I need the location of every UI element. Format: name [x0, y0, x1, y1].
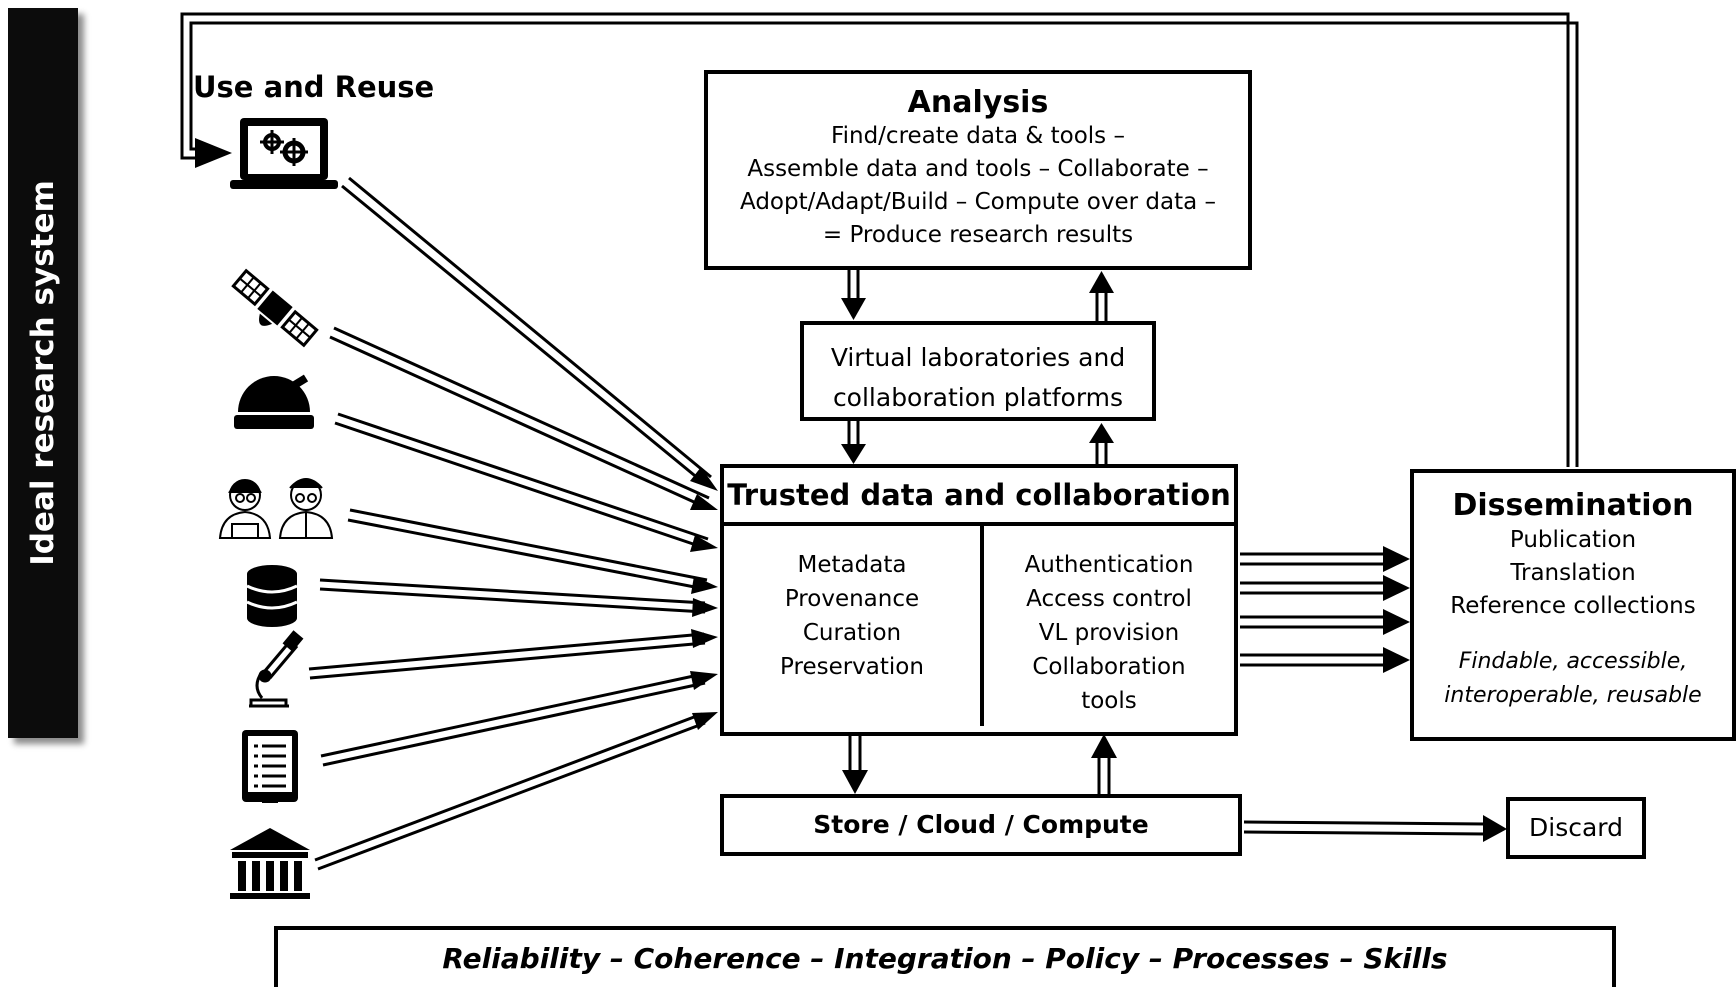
trusted-to-store-arrow	[842, 734, 868, 794]
analysis-box: Analysis Find/create data & tools – Asse…	[704, 70, 1252, 270]
dissemination-list: Publication Translation Reference collec…	[1414, 524, 1732, 623]
analysis-title: Analysis	[907, 85, 1049, 120]
store-cloud-compute-box: Store / Cloud / Compute	[720, 794, 1242, 856]
analysis-line: Adopt/Adapt/Build – Compute over data –	[739, 189, 1217, 215]
source-input-arrows	[308, 176, 718, 871]
input-arrow-researchers	[347, 508, 718, 594]
trusted-right-item: tools	[1081, 688, 1137, 714]
laptop-gear-icon	[230, 118, 338, 189]
use-reuse-label: Use and Reuse	[193, 70, 435, 104]
input-arrow-observatory	[334, 412, 718, 552]
virtual-labs-box: Virtual laboratories and collaboration p…	[800, 321, 1156, 421]
input-arrow-satellite	[329, 326, 718, 510]
dissemination-box: Dissemination Publication Translation Re…	[1410, 469, 1736, 741]
store-to-discard-arrow	[1243, 815, 1507, 842]
trusted-left-item: Preservation	[780, 654, 924, 680]
trusted-right-item: Access control	[1026, 586, 1192, 612]
trusted-title: Trusted data and collaboration	[724, 468, 1234, 526]
satellite-icon	[231, 268, 319, 348]
researchers-icon	[218, 478, 334, 539]
dissemination-item: Reference collections	[1450, 593, 1696, 619]
analysis-line: = Produce research results	[822, 222, 1134, 248]
virtual-labs-line: collaboration platforms	[832, 383, 1124, 412]
trusted-right-item: Collaboration	[1032, 654, 1186, 680]
virtual-labs-line: Virtual laboratories and	[830, 343, 1126, 372]
feedback-loop-arrow	[180, 12, 1579, 467]
trusted-left-item: Metadata	[797, 552, 907, 578]
dissemination-title: Dissemination	[1452, 488, 1694, 523]
input-arrow-database	[319, 578, 718, 617]
trusted-divider	[980, 526, 984, 726]
fair-principles: Findable, accessible, interoperable, reu…	[1414, 645, 1732, 713]
dissemination-item: Translation	[1510, 560, 1636, 586]
sidebar-banner: Ideal research system	[8, 8, 78, 738]
store-to-trusted-arrow	[1091, 734, 1117, 794]
analysis-body: Find/create data & tools – Assemble data…	[708, 120, 1248, 252]
input-arrow-laptop	[341, 176, 718, 491]
fair-line: Findable, accessible,	[1458, 649, 1688, 674]
trusted-left-item: Provenance	[784, 586, 920, 612]
sidebar-label: Ideal research system	[25, 180, 61, 566]
trusted-data-box: Trusted data and collaboration Metadata …	[720, 464, 1238, 736]
discard-box: Discard	[1506, 797, 1646, 859]
database-icon	[246, 565, 298, 627]
dissemination-item: Publication	[1509, 527, 1637, 553]
trusted-left-item: Curation	[802, 620, 902, 646]
analysis-line: Assemble data and tools – Collaborate –	[747, 156, 1209, 182]
labs-to-trusted-arrow	[841, 420, 866, 464]
observatory-dome-icon	[234, 374, 314, 429]
input-arrow-microscope	[308, 629, 718, 680]
document-tablet-icon	[242, 730, 298, 803]
trusted-left-list: Metadata Provenance Curation Preservatio…	[724, 548, 980, 684]
analysis-line: Find/create data & tools –	[831, 123, 1125, 149]
trusted-right-item: Authentication	[1024, 552, 1194, 578]
trusted-right-item: VL provision	[1038, 620, 1180, 646]
input-arrow-institution	[314, 712, 718, 871]
analysis-to-labs-arrow	[841, 269, 866, 320]
footer-principles-bar: Reliability – Coherence – Integration – …	[274, 926, 1616, 987]
fair-line: interoperable, reusable	[1444, 683, 1702, 708]
trusted-right-list: Authentication Access control VL provisi…	[984, 548, 1234, 718]
trusted-to-dissemination-arrows	[1240, 546, 1410, 673]
input-arrow-document	[320, 671, 718, 767]
trusted-to-labs-arrow	[1089, 423, 1114, 464]
microscope-icon	[249, 630, 304, 708]
labs-to-analysis-arrow	[1089, 271, 1114, 321]
institution-building-icon	[230, 828, 310, 899]
